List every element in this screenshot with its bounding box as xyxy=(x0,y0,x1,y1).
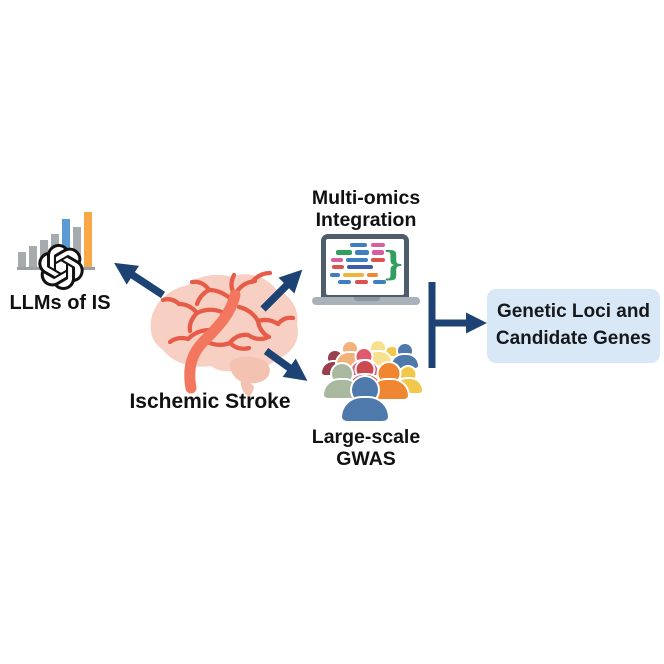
sequence-rows xyxy=(326,243,404,287)
laptop-base xyxy=(312,297,420,305)
arrow-to-llms xyxy=(114,262,166,299)
sequence-segment xyxy=(332,265,344,270)
sequence-segment xyxy=(367,272,378,277)
artery-branches xyxy=(160,270,296,351)
gwas-label: Large-scale GWAS xyxy=(301,426,431,471)
brain-with-arteries-icon xyxy=(150,270,298,397)
main-artery xyxy=(184,289,241,394)
sequence-segment xyxy=(371,257,385,262)
sequence-row xyxy=(326,279,404,285)
sequence-row xyxy=(326,243,404,248)
sequence-segment xyxy=(336,250,352,255)
result-box: Genetic Loci and Candidate Genes xyxy=(487,289,660,363)
sequence-segment xyxy=(355,279,368,285)
sequence-segment xyxy=(346,257,368,262)
mini-bar xyxy=(18,252,26,267)
sequence-segment xyxy=(355,250,369,255)
llms-label: LLMs of IS xyxy=(9,292,111,314)
sequence-segment xyxy=(343,272,364,277)
sequence-segment xyxy=(373,279,386,285)
laptop-display: } xyxy=(326,239,404,295)
laptop-notch xyxy=(354,297,380,301)
result-line2: Candidate Genes xyxy=(495,328,652,349)
gwas-label-line2: GWAS xyxy=(336,447,396,470)
green-brace-icon: } xyxy=(382,244,404,283)
ischemic-stroke-label: Ischemic Stroke xyxy=(129,390,291,413)
mini-bar xyxy=(29,246,37,267)
sequence-segment xyxy=(350,243,367,248)
multiomics-label: Multi-omics Integration xyxy=(301,187,431,232)
sequence-row xyxy=(326,257,404,262)
arrow-to-gwas xyxy=(263,347,308,381)
sequence-row xyxy=(326,265,404,270)
sequence-segment xyxy=(347,265,373,270)
cerebellum xyxy=(229,356,270,384)
openai-logo-icon xyxy=(38,244,84,290)
sequence-row xyxy=(326,250,404,255)
sequence-segment xyxy=(331,257,343,262)
mini-bar xyxy=(62,219,70,267)
mini-bar xyxy=(73,227,81,267)
people-crowd-icon xyxy=(312,337,424,431)
arrow-to-multiomics xyxy=(260,269,303,312)
mini-bar xyxy=(84,212,92,267)
laptop-genomics-icon: } xyxy=(311,234,421,308)
gwas-label-line1: Large-scale xyxy=(311,426,421,448)
sequence-row xyxy=(326,272,404,277)
laptop-screen: } xyxy=(321,234,409,298)
result-line1: Genetic Loci and xyxy=(496,301,651,323)
sequence-segment xyxy=(371,243,385,248)
multiomics-label-line1: Multi-omics xyxy=(311,187,421,209)
sequence-segment xyxy=(372,250,384,255)
brain-stem xyxy=(240,377,254,397)
person-icon xyxy=(341,377,389,422)
merge-bracket xyxy=(428,282,487,368)
sequence-segment xyxy=(330,272,340,277)
multiomics-label-line2: Integration xyxy=(315,208,417,231)
sequence-segment xyxy=(338,279,351,285)
